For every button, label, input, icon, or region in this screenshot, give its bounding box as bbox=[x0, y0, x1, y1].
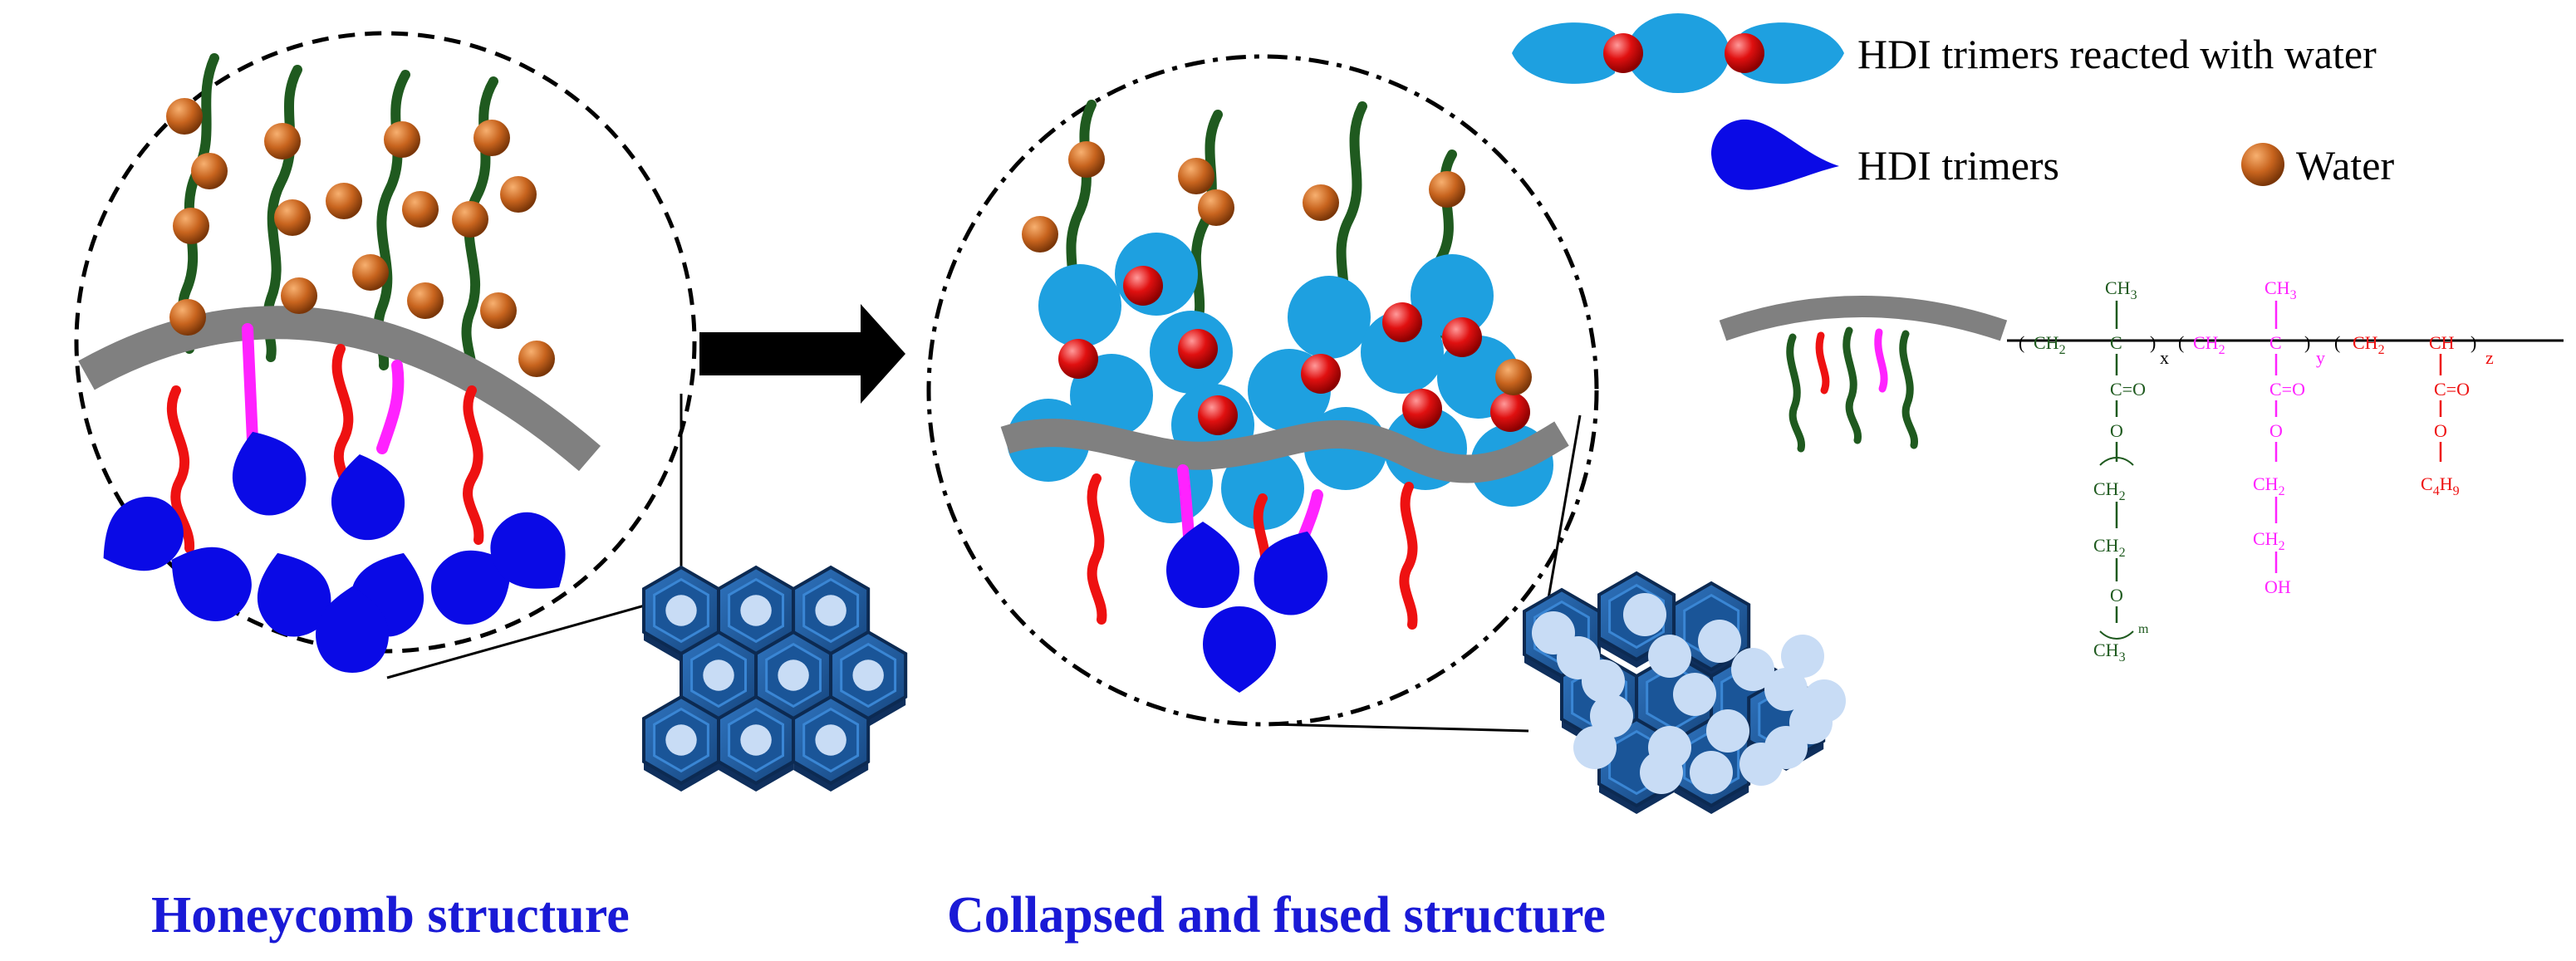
honeycomb-cell bbox=[642, 694, 720, 792]
right-reacted-nodes bbox=[1058, 266, 1530, 435]
svg-text:C4H9: C4H9 bbox=[2421, 473, 2460, 498]
legend-reacted-icon bbox=[1512, 13, 1844, 93]
transition-arrow bbox=[699, 304, 905, 404]
svg-text:O: O bbox=[2110, 420, 2123, 441]
pore bbox=[852, 659, 884, 691]
right-water-molecules bbox=[1022, 141, 1532, 395]
svg-text:C=O: C=O bbox=[2269, 379, 2305, 400]
svg-text:): ) bbox=[2304, 332, 2310, 353]
honeycomb-cell bbox=[829, 630, 908, 727]
fused-pore-network bbox=[1532, 593, 1846, 794]
formula-block-x: ( CH2 C CH3 C=O O CH2 CH2 O CH3 m ) x bbox=[2019, 277, 2169, 664]
formula-particle-icon bbox=[1719, 296, 2008, 453]
svg-text:CH2: CH2 bbox=[2034, 332, 2066, 357]
honeycomb-cell bbox=[792, 565, 871, 662]
svg-text:): ) bbox=[2471, 332, 2476, 353]
svg-text:CH2: CH2 bbox=[2193, 332, 2225, 357]
legend: HDI trimers reacted with water HDI trime… bbox=[1512, 13, 2394, 190]
svg-text:CH2: CH2 bbox=[2093, 535, 2126, 560]
honeycomb-cell bbox=[642, 565, 720, 662]
pore bbox=[665, 724, 697, 756]
honeycomb-cell bbox=[754, 630, 833, 727]
right-detail-view bbox=[926, 54, 1599, 727]
honeycomb-cell bbox=[680, 630, 758, 727]
svg-text:z: z bbox=[2485, 347, 2494, 368]
legend-water-label: Water bbox=[2296, 142, 2394, 189]
svg-text:x: x bbox=[2160, 347, 2169, 368]
svg-text:OH: OH bbox=[2264, 576, 2291, 597]
pore bbox=[815, 724, 846, 756]
caption-collapsed: Collapsed and fused structure bbox=[947, 887, 1606, 944]
svg-text:y: y bbox=[2316, 347, 2325, 368]
pore bbox=[703, 659, 734, 691]
svg-text:CH3: CH3 bbox=[2264, 277, 2297, 302]
caption-honeycomb: Honeycomb structure bbox=[151, 887, 630, 944]
svg-text:O: O bbox=[2434, 420, 2447, 441]
legend-reacted-label: HDI trimers reacted with water bbox=[1857, 31, 2377, 77]
honeycomb-cell bbox=[717, 694, 796, 792]
left-detail-view bbox=[74, 31, 697, 673]
svg-text:CH2: CH2 bbox=[2253, 528, 2285, 553]
legend-trimer-icon bbox=[1711, 119, 1839, 190]
svg-text:CH3: CH3 bbox=[2105, 277, 2137, 302]
collapsed-structure bbox=[1523, 571, 1846, 814]
right-zoom-circle bbox=[926, 54, 1599, 727]
right-particle-surface bbox=[1000, 419, 1569, 483]
svg-text:CH: CH bbox=[2429, 332, 2455, 353]
left-magenta-chains bbox=[242, 323, 405, 454]
formula-block-z: ( CH2 CH C=O O C4H9 ) z bbox=[2334, 332, 2494, 498]
copolymer-formula: ( CH2 C CH3 C=O O CH2 CH2 O CH3 m ) x ( bbox=[1719, 277, 2564, 664]
honeycomb-cell bbox=[792, 694, 871, 792]
legend-trimer-label: HDI trimers bbox=[1857, 142, 2059, 189]
svg-text:C=O: C=O bbox=[2434, 379, 2470, 400]
svg-text:): ) bbox=[2150, 332, 2156, 353]
svg-text:(: ( bbox=[2334, 332, 2340, 353]
pore bbox=[740, 724, 772, 756]
svg-text:CH2: CH2 bbox=[2093, 478, 2126, 503]
svg-text:O: O bbox=[2269, 420, 2283, 441]
svg-text:(: ( bbox=[2178, 332, 2184, 353]
pore bbox=[815, 595, 846, 626]
pore bbox=[778, 659, 809, 691]
svg-text:C: C bbox=[2110, 332, 2122, 353]
svg-text:C: C bbox=[2269, 332, 2282, 353]
legend-water-icon bbox=[2241, 143, 2284, 186]
svg-text:m: m bbox=[2138, 622, 2149, 636]
pore bbox=[740, 595, 772, 626]
svg-text:O: O bbox=[2110, 585, 2123, 606]
honeycomb-structure bbox=[642, 565, 908, 792]
left-particle-surface bbox=[78, 306, 601, 472]
svg-text:C=O: C=O bbox=[2110, 379, 2146, 400]
pore bbox=[665, 595, 697, 626]
svg-text:(: ( bbox=[2019, 332, 2024, 353]
right-hdi-trimers bbox=[1166, 518, 1342, 693]
svg-text:CH3: CH3 bbox=[2093, 640, 2126, 664]
svg-text:CH2: CH2 bbox=[2353, 332, 2385, 357]
left-red-chains bbox=[166, 344, 484, 553]
svg-text:CH2: CH2 bbox=[2253, 473, 2285, 498]
left-water-molecules bbox=[166, 98, 555, 377]
formula-block-y: ( CH2 C CH3 C=O O CH2 CH2 OH ) y bbox=[2178, 277, 2325, 597]
